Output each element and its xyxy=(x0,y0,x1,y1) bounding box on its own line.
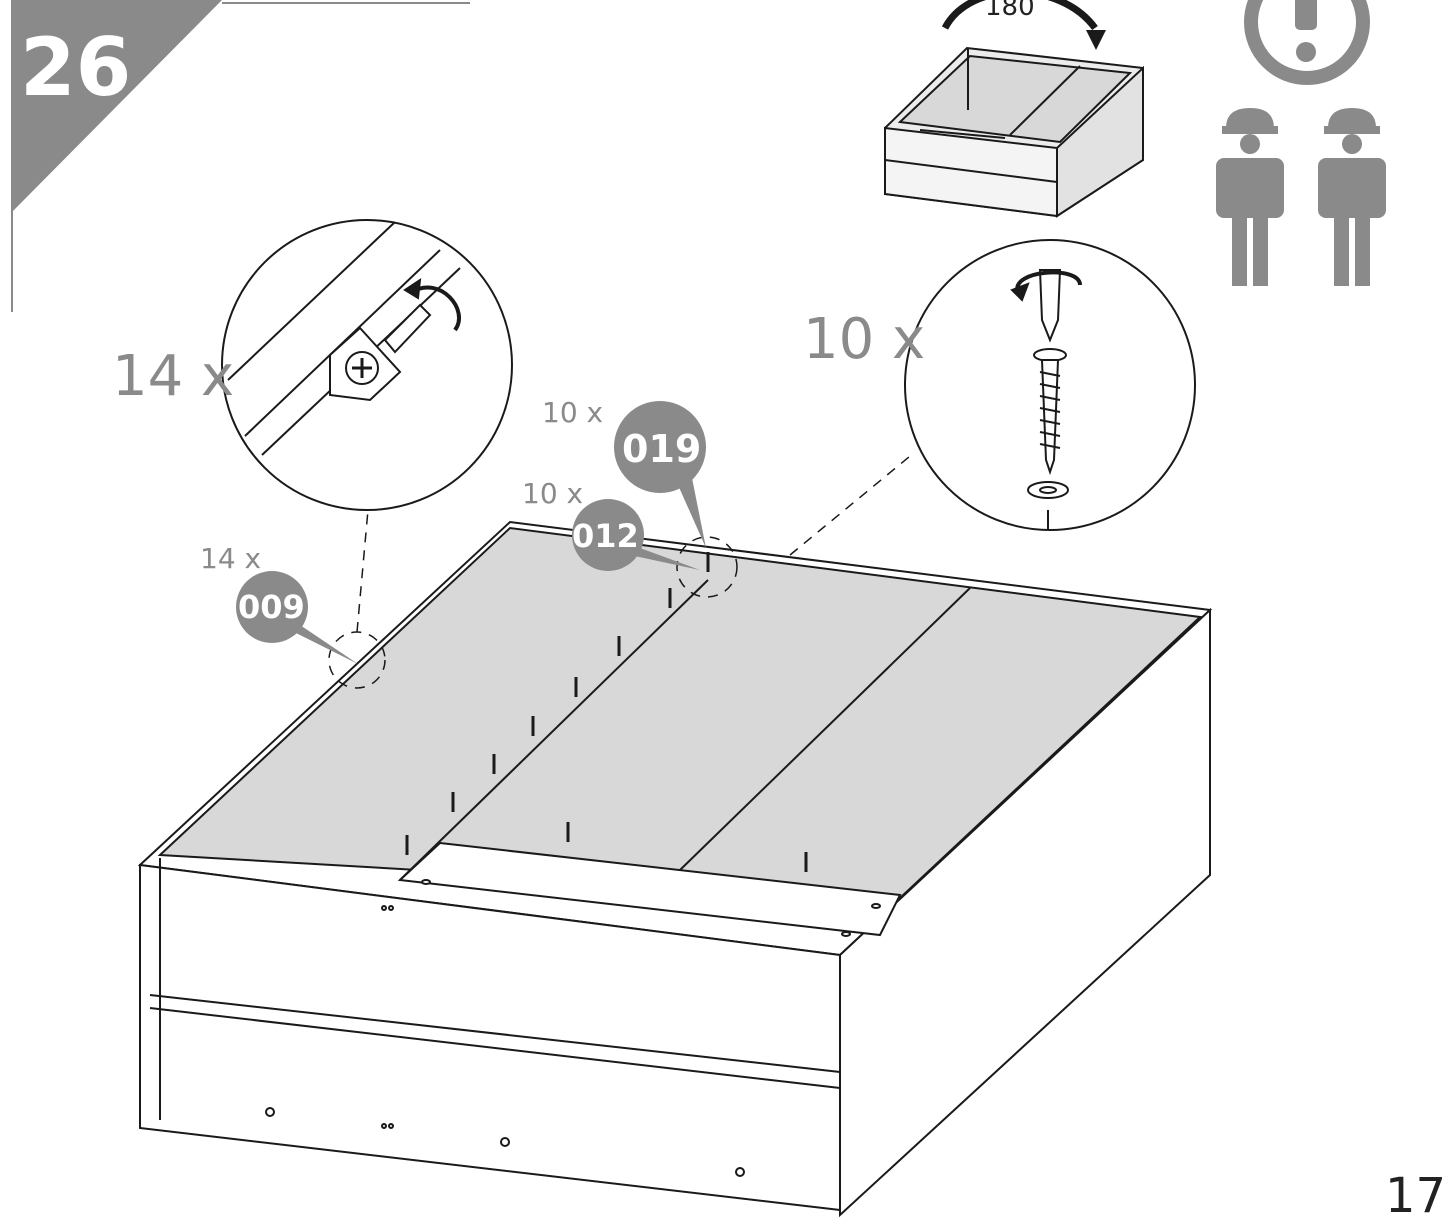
screw-qty-large: 10 x xyxy=(803,307,925,372)
part-019-label: 019 xyxy=(622,427,701,471)
screw-detail: 10 x xyxy=(803,239,1196,531)
screw-qty-small-a: 10 x xyxy=(542,396,603,429)
screw-icon xyxy=(1040,359,1060,476)
side-panel xyxy=(839,607,1211,1218)
step-badge: 26 xyxy=(11,0,470,312)
rotate-preview: 180 xyxy=(884,0,1144,218)
part-012-label: 012 xyxy=(572,517,639,555)
part-badge-009: 009 xyxy=(236,571,358,664)
part-009-label: 009 xyxy=(238,588,305,626)
page-number: 17 xyxy=(1385,1168,1445,1224)
screw-qty-small-b: 10 x xyxy=(522,477,583,510)
cam-lock-detail: 14 x xyxy=(112,219,513,511)
part-badge-012: 012 xyxy=(572,499,700,571)
screwdriver-icon xyxy=(1038,269,1062,343)
person-icon xyxy=(1216,108,1284,286)
cam-qty-small: 14 x xyxy=(200,542,261,575)
leader-lines xyxy=(328,451,916,689)
rotate-arrow-icon xyxy=(941,0,1098,31)
step-number: 26 xyxy=(20,21,131,114)
person-icon xyxy=(1318,108,1386,286)
screwdriver-icon xyxy=(383,303,432,354)
rotation-angle: 180 xyxy=(985,0,1035,22)
seam-screws xyxy=(405,552,808,872)
two-person-icon xyxy=(1216,108,1386,286)
warning-icon xyxy=(1244,0,1370,85)
cam-qty-large: 14 x xyxy=(112,344,234,409)
bed-frame xyxy=(137,520,1213,1218)
part-badge-019: 019 xyxy=(614,401,706,548)
